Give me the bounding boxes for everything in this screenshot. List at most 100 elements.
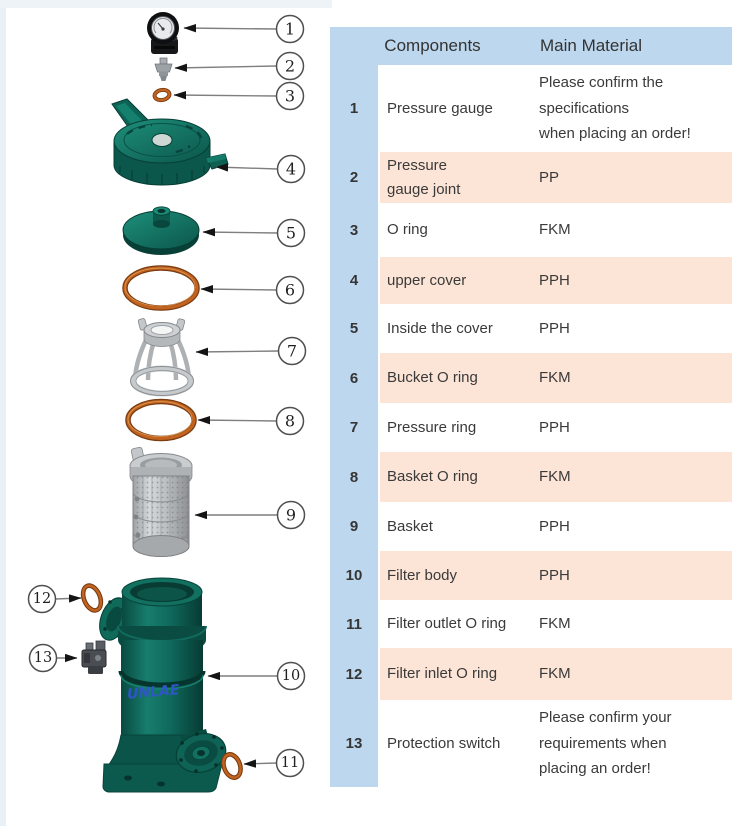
table-row: 2 Pressure gauge joint PP <box>330 152 732 203</box>
table-row: 8 Basket O ring FKM <box>330 452 732 502</box>
callout-12: 12 <box>27 584 57 614</box>
material-value: Please confirm your requirements when pl… <box>539 709 672 778</box>
callout-8: 8 <box>275 406 305 436</box>
page-edge-tint-left <box>0 0 6 826</box>
filter-body: UNLAE <box>99 577 227 793</box>
component-name: Basket O ring <box>387 468 478 486</box>
row-number: 4 <box>330 257 378 304</box>
pressure-gauge <box>147 12 179 54</box>
component-name: Pressure ring <box>387 418 477 436</box>
pressure-ring <box>130 318 194 397</box>
callout-3: 3 <box>275 81 305 111</box>
svg-text:1: 1 <box>285 20 295 39</box>
callout-5: 5 <box>276 218 306 248</box>
material-value: PPH <box>539 517 570 535</box>
material-value: FKM <box>539 468 571 486</box>
brand-logo: UNLAE <box>126 682 180 703</box>
row-number: 2 <box>330 152 378 203</box>
table-row: 12 Filter inlet O ring FKM <box>330 648 732 700</box>
material-value: FKM <box>539 369 571 387</box>
component-name: Filter inlet O ring <box>387 665 498 683</box>
inside-cover <box>122 206 200 255</box>
upper-cover <box>111 98 229 186</box>
filter-outlet-o-ring <box>221 752 243 780</box>
svg-text:12: 12 <box>33 591 51 607</box>
table-row: 5 Inside the cover PPH <box>330 304 732 353</box>
row-number: 10 <box>330 551 378 600</box>
row-number: 3 <box>330 203 378 257</box>
table-row: 3 O ring FKM <box>330 203 732 257</box>
material-value: Please confirm the specifications when p… <box>539 74 691 143</box>
row-number: 11 <box>330 600 378 648</box>
component-name: Pressure gauge joint <box>387 157 461 198</box>
material-value: FKM <box>539 615 571 633</box>
table-row: 13 Protection switch Please confirm your … <box>330 700 732 787</box>
component-name: Filter body <box>387 566 458 584</box>
material-value: PPH <box>539 271 570 289</box>
header-main-material: Main Material <box>540 36 643 55</box>
components-table: Components Main Material 1 Pressure gaug… <box>330 27 732 787</box>
callout-2: 2 <box>275 51 305 81</box>
svg-text:9: 9 <box>286 506 296 525</box>
basket-o-ring <box>125 398 197 442</box>
callout-7: 7 <box>277 336 307 366</box>
table-row: 10 Filter body PPH <box>330 551 732 600</box>
row-number: 12 <box>330 648 378 700</box>
svg-text:4: 4 <box>286 160 296 179</box>
table-row: 4 upper cover PPH <box>330 257 732 304</box>
protection-switch <box>81 640 107 674</box>
row-number: 9 <box>330 502 378 551</box>
row-number: 1 <box>330 65 378 152</box>
material-value: PPH <box>539 566 570 584</box>
filter-inlet-o-ring <box>80 583 104 613</box>
callout-bubbles: 1 2 3 4 5 6 7 8 9 10 11 12 13 <box>27 14 307 778</box>
row-number: 13 <box>330 700 378 787</box>
row-number: 6 <box>330 353 378 403</box>
material-value: FKM <box>539 221 571 239</box>
callout-1: 1 <box>275 14 305 44</box>
component-name: Filter outlet O ring <box>387 615 507 633</box>
row-number: 5 <box>330 304 378 353</box>
material-value: PPH <box>539 319 570 337</box>
callout-9: 9 <box>276 500 306 530</box>
callout-4: 4 <box>276 154 306 184</box>
svg-text:7: 7 <box>287 342 297 361</box>
component-name: Bucket O ring <box>387 369 478 387</box>
row-number: 8 <box>330 452 378 502</box>
svg-text:6: 6 <box>285 281 295 300</box>
table-row: 7 Pressure ring PPH <box>330 403 732 452</box>
callout-13: 13 <box>28 643 58 673</box>
svg-text:8: 8 <box>285 412 295 431</box>
svg-text:2: 2 <box>285 57 295 76</box>
material-value: PPH <box>539 418 570 436</box>
material-value: PP <box>539 168 560 186</box>
table-row: 11 Filter outlet O ring FKM <box>330 600 732 648</box>
o-ring-small <box>152 87 172 103</box>
component-name: Pressure gauge <box>387 99 493 117</box>
table-row: 9 Basket PPH <box>330 502 732 551</box>
svg-text:10: 10 <box>282 668 300 684</box>
basket <box>129 446 193 557</box>
material-value: FKM <box>539 665 571 683</box>
exploded-diagram: UNLAE <box>27 12 307 793</box>
header-components: Components <box>384 36 481 55</box>
component-name: Protection switch <box>387 734 501 752</box>
bucket-o-ring <box>122 265 200 311</box>
pressure-gauge-joint <box>154 57 173 81</box>
svg-text:3: 3 <box>285 87 295 106</box>
table-row: 6 Bucket O ring FKM <box>330 353 732 403</box>
callout-lines <box>55 23 279 768</box>
callout-10: 10 <box>276 661 306 691</box>
component-name: Basket <box>387 517 433 535</box>
component-name: upper cover <box>387 271 467 289</box>
row-number: 7 <box>330 403 378 452</box>
svg-text:13: 13 <box>34 650 52 666</box>
table-row: 1 Pressure gauge Please confirm the speci… <box>330 65 732 152</box>
svg-text:11: 11 <box>281 755 299 771</box>
component-name: Inside the cover <box>387 319 493 337</box>
component-name: O ring <box>387 221 428 239</box>
svg-text:5: 5 <box>286 224 296 243</box>
page-edge-tint-top <box>0 0 332 8</box>
callout-11: 11 <box>275 748 305 778</box>
